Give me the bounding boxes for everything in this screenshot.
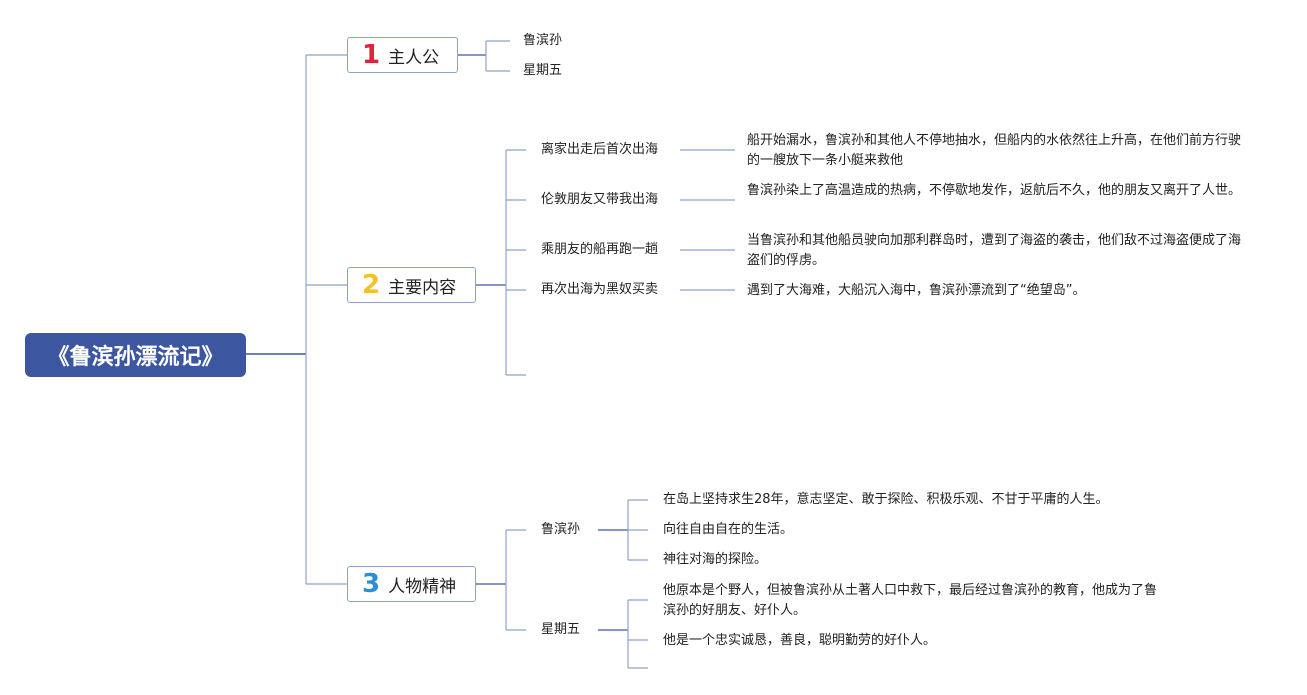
- character-trait[interactable]: 他原本是个野人，但被鲁滨孙从土著人口中救下，最后经过鲁滨孙的教育，他成为了鲁滨孙…: [663, 583, 1158, 618]
- branch-character-spirit[interactable]: 3 人物精神: [347, 566, 476, 602]
- character-trait[interactable]: 在岛上坚持求生28年，意志坚定、敢于探险、积极乐观、不甘于平庸的人生。: [663, 492, 1109, 507]
- branch-label: 主要内容: [388, 277, 457, 298]
- branch-main-content[interactable]: 2 主要内容: [347, 267, 476, 303]
- branch-protagonist[interactable]: 1 主人公: [347, 37, 458, 73]
- number-1-badge: 1: [362, 40, 381, 70]
- character-trait[interactable]: 他是一个忠实诚恳，善良，聪明勤劳的好仆人。: [663, 633, 937, 648]
- number-3-badge: 3: [362, 569, 381, 599]
- event-title[interactable]: 伦敦朋友又带我出海: [541, 192, 659, 207]
- branch-label: 主人公: [388, 47, 440, 68]
- event-detail[interactable]: 当鲁滨孙和其他船员驶向加那利群岛时，遭到了海盗的袭击，他们敌不过海盗便成了海盗们…: [747, 233, 1242, 268]
- character-name[interactable]: 鲁滨孙: [541, 522, 581, 537]
- event-title[interactable]: 再次出海为黑奴买卖: [541, 282, 659, 297]
- number-2-badge: 2: [362, 270, 381, 300]
- event-title[interactable]: 离家出走后首次出海: [541, 142, 659, 157]
- event-detail[interactable]: 鲁滨孙染上了高温造成的热病，不停歇地发作，返航后不久，他的朋友又离开了人世。: [747, 183, 1242, 198]
- root-title: 《鲁滨孙漂流记》: [47, 345, 224, 370]
- character-trait[interactable]: 神往对海的探险。: [663, 552, 768, 567]
- character-name[interactable]: 星期五: [541, 622, 581, 637]
- protagonist-item[interactable]: 星期五: [523, 63, 563, 78]
- branch-label: 人物精神: [388, 576, 457, 597]
- character-trait[interactable]: 向往自由自在的生活。: [663, 522, 794, 537]
- event-detail[interactable]: 船开始漏水，鲁滨孙和其他人不停地抽水，但船内的水依然往上升高，在他们前方行驶的一…: [747, 133, 1242, 168]
- event-title[interactable]: 乘朋友的船再跑一趟: [541, 242, 659, 257]
- protagonist-item[interactable]: 鲁滨孙: [523, 33, 563, 48]
- event-detail[interactable]: 遇到了大海难，大船沉入海中，鲁滨孙漂流到了“绝望岛”。: [747, 283, 1086, 298]
- root-topic[interactable]: 《鲁滨孙漂流记》: [25, 333, 246, 377]
